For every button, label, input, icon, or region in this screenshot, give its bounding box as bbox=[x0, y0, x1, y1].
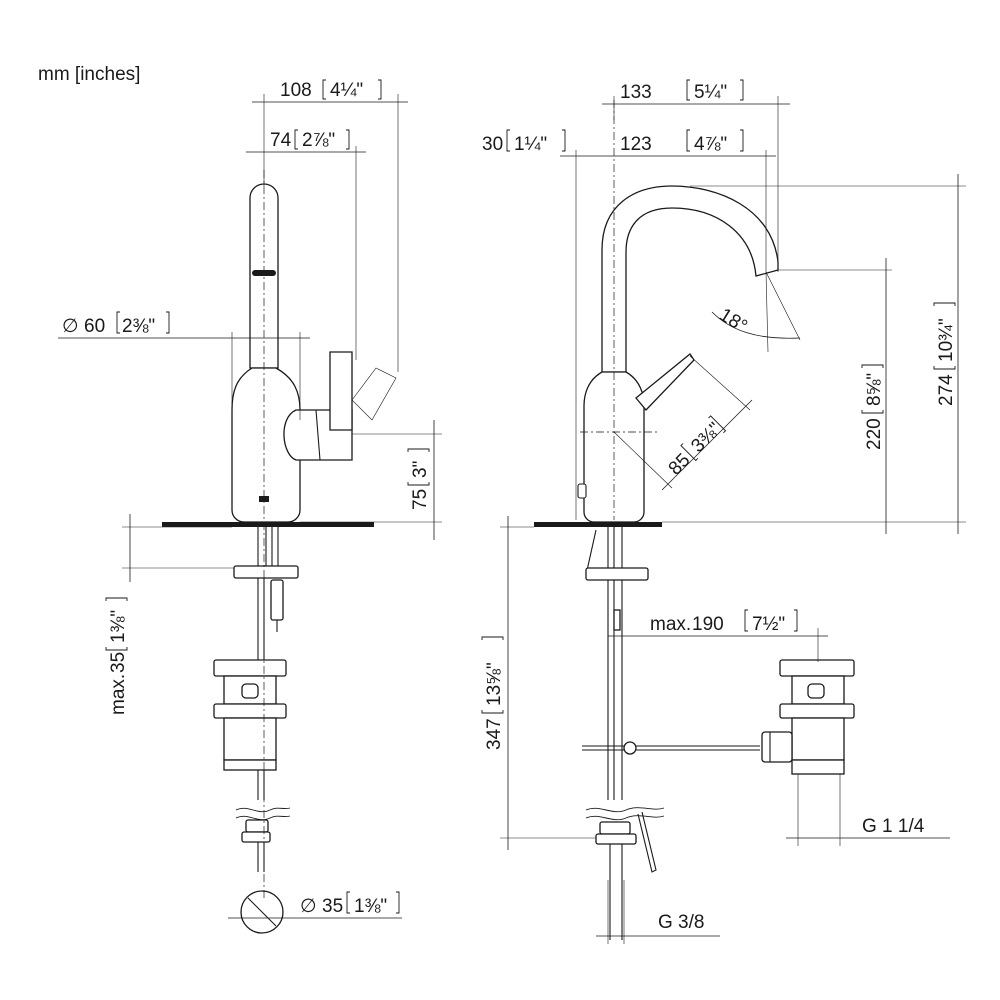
dim-front-width-overall: 108 bbox=[280, 80, 312, 101]
dim-handle-height-inch: 3" bbox=[410, 461, 431, 478]
dim-max-deck: 35 bbox=[108, 652, 129, 673]
dim-max-deck-inch: 1⅜" bbox=[108, 610, 129, 643]
side-mounting-nut bbox=[585, 567, 649, 581]
dim-below-deck-inch: 13⅝" bbox=[484, 662, 505, 706]
side-dimensions: 133 5¼" 123 4⅞" 30 1¼" 18° 85 3⅜" bbox=[481, 79, 966, 944]
dim-front-width-overall-inch: 4¼" bbox=[330, 80, 363, 101]
side-supply-fitting bbox=[595, 811, 657, 940]
dim-spout-clearance: 220 bbox=[864, 418, 885, 450]
side-spout bbox=[601, 185, 779, 373]
dim-front-width-spout: 74 bbox=[270, 130, 292, 151]
dim-drain-reach-inch: 7½" bbox=[752, 614, 785, 635]
front-dimensions: 108 4¼" 74 2⅞" ∅ 60 2⅜" 75 3" bbox=[58, 79, 442, 919]
dim-side-offset: 30 bbox=[482, 134, 503, 155]
dim-base-diameter: 60 bbox=[84, 316, 105, 337]
dim-drain-reach: 190 bbox=[692, 614, 724, 635]
front-supply-fitting bbox=[241, 819, 271, 872]
dim-hole-diameter: 35 bbox=[322, 896, 343, 917]
dim-spout-clearance-inch: 8⅝" bbox=[864, 373, 885, 406]
front-drain bbox=[213, 659, 287, 771]
front-spout bbox=[249, 183, 279, 369]
dim-supply-thread: G 3/8 bbox=[658, 912, 704, 933]
dim-below-deck: 347 bbox=[484, 718, 505, 750]
dim-max-deck-prefix: max. bbox=[108, 674, 129, 715]
units-note: mm [inches] bbox=[38, 64, 140, 85]
dim-handle-height: 75 bbox=[410, 489, 431, 510]
dim-overall-height: 274 bbox=[936, 374, 957, 406]
dim-side-reach-overall: 133 bbox=[620, 82, 652, 103]
side-view bbox=[534, 100, 855, 940]
dim-side-reach-spout-inch: 4⅞" bbox=[694, 134, 727, 155]
dim-drain-thread: G 1 1/4 bbox=[862, 816, 925, 837]
dim-hole-diameter-inch: 1⅜" bbox=[354, 896, 387, 917]
front-mounting-nut bbox=[233, 565, 299, 579]
dim-side-reach-overall-inch: 5¼" bbox=[694, 82, 727, 103]
side-handle bbox=[635, 353, 695, 411]
front-view bbox=[162, 170, 397, 934]
dim-hole-diameter-symbol: ∅ bbox=[300, 896, 317, 917]
dim-side-reach-spout: 123 bbox=[620, 134, 652, 155]
dim-base-diameter-inch: 2⅜" bbox=[122, 316, 155, 337]
dim-handle-length-inch: 3⅜" bbox=[687, 419, 725, 457]
dim-drain-reach-prefix: max. bbox=[650, 614, 691, 635]
dim-front-width-spout-inch: 2⅞" bbox=[302, 130, 335, 151]
dim-base-diameter-symbol: ∅ bbox=[62, 316, 79, 337]
front-handle-lever bbox=[329, 351, 353, 431]
dim-overall-height-inch: 10¾" bbox=[936, 318, 957, 362]
dim-side-offset-inch: 1¼" bbox=[514, 134, 547, 155]
side-drain bbox=[761, 659, 855, 775]
